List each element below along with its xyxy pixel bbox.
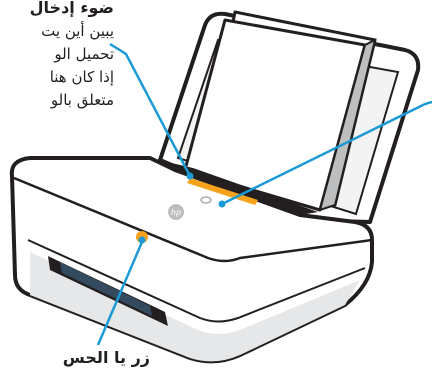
- callout-paper-input-light: ضوء إدخال يبين أين يت تحميل الو إذا كان …: [0, 0, 114, 112]
- callout-line: إذا كان هنا: [0, 66, 114, 89]
- leader-dot-top: [187, 173, 194, 180]
- leader-dot-bottom: [139, 237, 146, 244]
- callout-title: زر يا الحس: [0, 346, 150, 370]
- hp-logo-icon: hp: [168, 204, 184, 220]
- callout-line: متعلق بالو: [0, 89, 114, 112]
- callout-body: يبين أين يت تحميل الو إذا كان هنا متعلق …: [0, 20, 114, 112]
- callout-title: ضوء إدخال: [0, 0, 114, 20]
- leader-dot-right: [219, 201, 226, 208]
- callout-line: تحميل الو: [0, 43, 114, 66]
- svg-text:hp: hp: [171, 208, 181, 217]
- callout-power-button: زر يا الحس: [0, 346, 150, 370]
- callout-line: يبين أين يت: [0, 20, 114, 43]
